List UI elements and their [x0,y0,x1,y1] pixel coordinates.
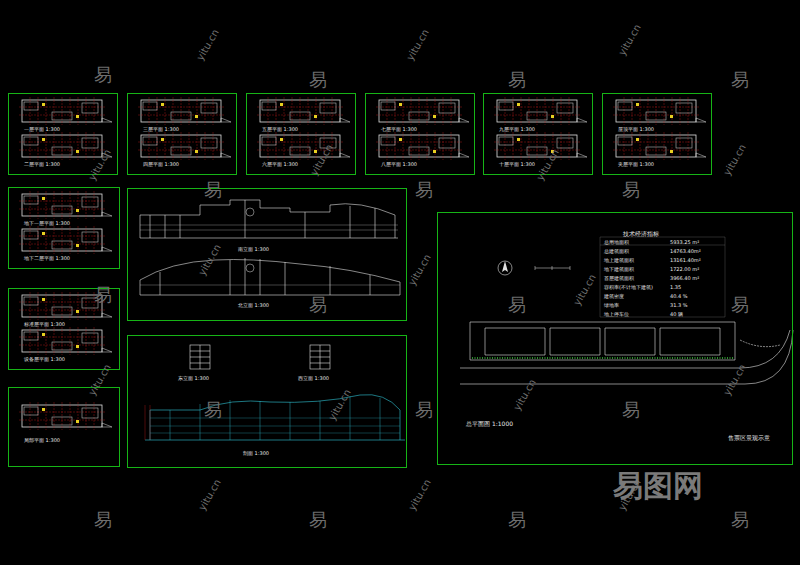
watermark: 易 [204,401,222,419]
drawing-title: 二层平面 1:300 [24,162,60,167]
watermark: yitu.cn [195,28,221,62]
drawing-title: 地下二层平面 1:300 [24,256,70,261]
table-cell: 首层建筑面积 [604,276,634,281]
table-cell: 1722.00 m² [670,267,699,272]
drawing-title: 三层平面 1:300 [143,127,179,132]
watermark: yitu.cn [405,28,431,62]
drawing-title: 售票区景观示意 [728,435,770,441]
drawing-sheet: 局部平面 1:300 [8,387,120,467]
drawing-title: 六层平面 1:300 [262,162,298,167]
drawing-title: 西立面 1:300 [298,376,329,381]
drawing-title: 剖面 1:300 [243,451,269,456]
watermark: yitu.cn [309,143,335,177]
watermark: 易 [204,181,222,199]
table-cell: 40.4 % [670,294,687,299]
watermark: 易 [731,296,749,314]
drawing-sheet: 三层平面 1:300 四层平面 1:300 [127,93,237,175]
watermark: 易 [508,296,526,314]
watermark: yitu.cn [512,378,538,412]
table-cell: 地下建筑面积 [604,267,634,272]
watermark: 易 [94,66,112,84]
watermark: yitu.cn [87,363,113,397]
watermark: yitu.cn [617,23,643,57]
watermark: yitu.cn [407,253,433,287]
drawing-title: 设备层平面 1:300 [24,357,65,362]
drawing-title: 十层平面 1:300 [499,162,535,167]
table-cell: 1.35 [670,285,681,290]
drawing-sheet: 地下一层平面 1:300 地下二层平面 1:300 [8,187,120,269]
watermark: 易 [415,181,433,199]
table-cell: 绿地率 [604,303,619,308]
drawing-title: 五层平面 1:300 [262,127,298,132]
watermark: yitu.cn [197,478,223,512]
watermark: 易 [622,181,640,199]
drawing-sheet: 东立面 1:300 西立面 1:300 剖面 1:300 [127,335,407,468]
table-cell: 3966.40 m² [670,276,699,281]
watermark: 易 [309,511,327,529]
watermark: 易图网 [613,471,703,501]
watermark: 易 [508,511,526,529]
drawing-sheet: 屋顶平面 1:300 夹层平面 1:300 [602,93,712,175]
watermark: yitu.cn [327,388,353,422]
drawing-title: 局部平面 1:300 [24,438,60,443]
table-cell: 地上停车位 [604,312,629,317]
drawing-title: 九层平面 1:300 [499,127,535,132]
drawing-title: 标准层平面 1:300 [24,322,65,327]
watermark: 易 [415,401,433,419]
watermark: yitu.cn [535,148,561,182]
drawing-sheet: 五层平面 1:300 六层平面 1:300 [246,93,356,175]
watermark: 易 [94,286,112,304]
drawing-title: 南立面 1:300 [238,247,269,252]
drawing-title: 八层平面 1:300 [381,162,417,167]
drawing-title: 一层平面 1:300 [24,127,60,132]
drawing-title: 地下一层平面 1:300 [24,221,70,226]
table-cell: 13161.40m² [670,258,701,263]
watermark: yitu.cn [87,148,113,182]
table-cell: 5933.25 m² [670,240,699,245]
watermark: yitu.cn [407,478,433,512]
watermark: 易 [309,71,327,89]
table-cell: 总建筑面积 [604,249,629,254]
table-cell: 地上建筑面积 [604,258,634,263]
table-cell: 总用地面积 [604,240,629,245]
drawing-title: 北立面 1:300 [238,303,269,308]
watermark: 易 [508,71,526,89]
watermark: 易 [622,401,640,419]
drawing-title: 四层平面 1:300 [143,162,179,167]
drawing-sheet: 七层平面 1:300 八层平面 1:300 [365,93,475,175]
watermark: yitu.cn [722,143,748,177]
table-cell: 31.3 % [670,303,687,308]
drawing-title: 总平面图 1:1000 [466,421,513,427]
drawing-title: 屋顶平面 1:300 [618,127,654,132]
watermark: 易 [731,511,749,529]
drawing-title: 东立面 1:300 [178,376,209,381]
drawing-sheet: 总平面图 1:1000 售票区景观示意 技术经济指标总用地面积 5933.25 m² 总… [437,212,793,465]
table-cell: 技术经济指标 [623,231,659,237]
watermark: 易 [309,296,327,314]
table-cell: 14763.40m² [670,249,701,254]
drawing-sheet: 九层平面 1:300 十层平面 1:300 [483,93,593,175]
drawing-title: 夹层平面 1:300 [618,162,654,167]
watermark: 易 [94,511,112,529]
drawing-sheet: 南立面 1:300 北立面 1:300 [127,188,407,321]
table-cell: 建筑密度 [604,294,624,299]
drawing-title: 七层平面 1:300 [381,127,417,132]
watermark: 易 [731,71,749,89]
table-cell: 容积率(不计地下建筑) [604,285,653,290]
watermark: yitu.cn [572,273,598,307]
table-cell: 40 辆 [670,312,683,317]
